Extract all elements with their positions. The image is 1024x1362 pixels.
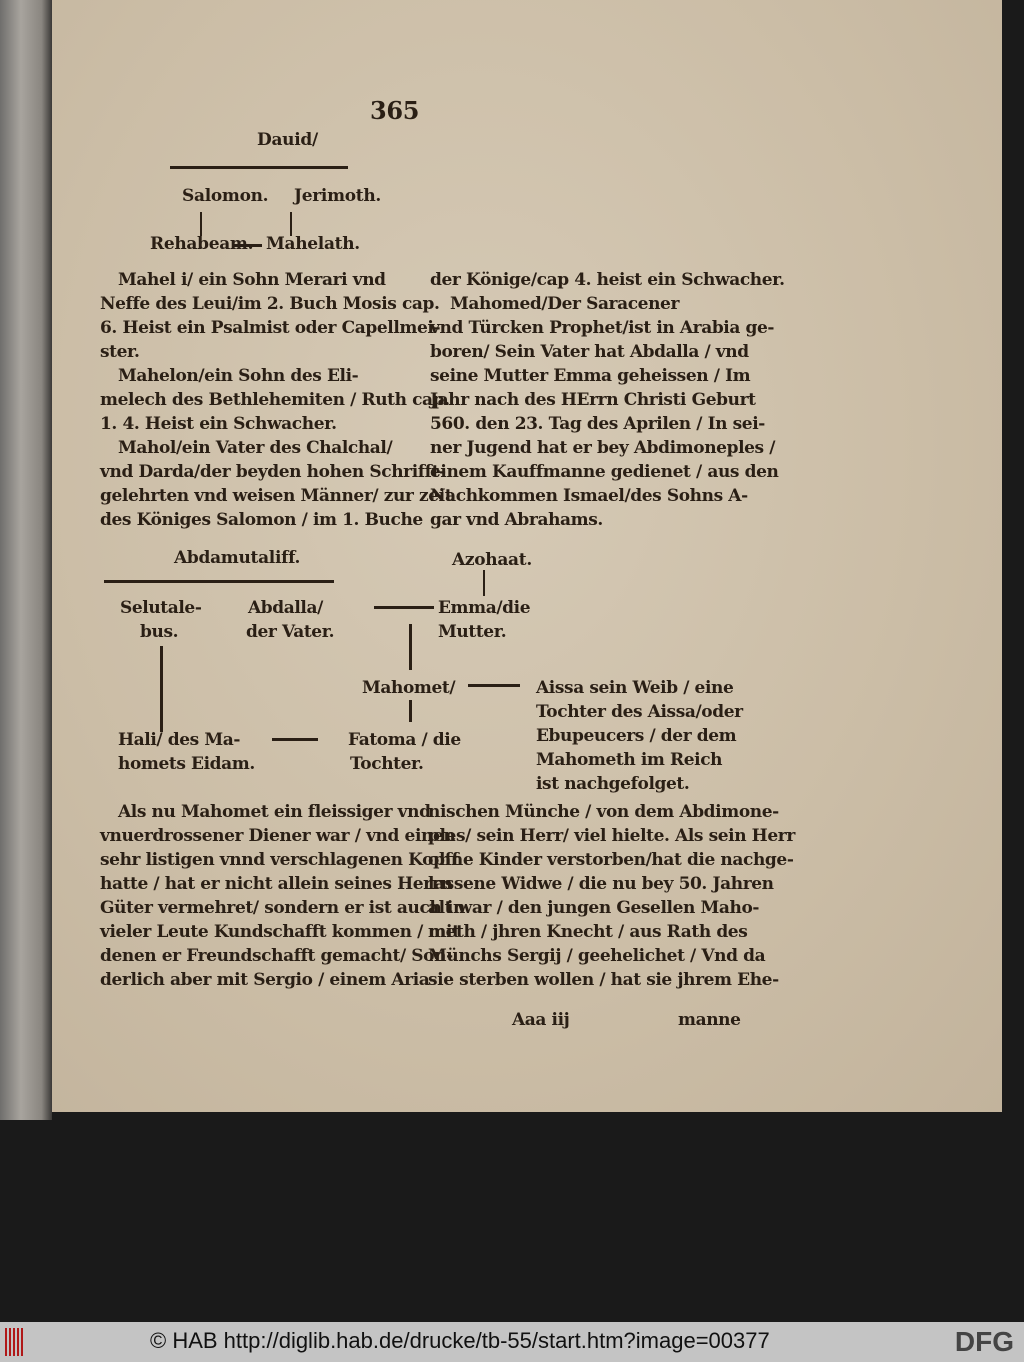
connector-line xyxy=(483,570,485,596)
text-line: Münchs Sergij / geehelichet / Vnd da xyxy=(428,946,766,966)
text-line: boren/ Sein Vater hat Abdalla / vnd xyxy=(430,342,749,362)
name-aissa-2: Tochter des Aissa/oder xyxy=(536,702,743,722)
name-selutalebus-2: bus. xyxy=(140,622,179,642)
text-line: Jahr nach des HErrn Christi Geburt xyxy=(430,390,756,410)
name-mahomet: Mahomet/ xyxy=(362,678,456,698)
connector-line xyxy=(409,700,412,722)
text-line: ster. xyxy=(100,342,140,362)
text-line: Mahel i/ ein Sohn Merari vnd xyxy=(118,270,386,290)
text-line: meth / jhren Knecht / aus Rath des xyxy=(428,922,748,942)
text-line: vieler Leute Kundschafft kommen / mit xyxy=(100,922,460,942)
connector-line xyxy=(290,212,292,236)
book-page: 365 Dauid/ Salomon. Jerimoth. Rehabeam. … xyxy=(52,0,1002,1112)
catchword: manne xyxy=(678,1010,741,1030)
name-azohaat: Azohaat. xyxy=(452,550,532,570)
text-line: denen er Freundschafft gemacht/ Son- xyxy=(100,946,453,966)
text-line: einem Kauffmanne gedienet / aus den xyxy=(430,462,779,482)
name-emma-1: Emma/die xyxy=(438,598,531,618)
text-line: lassene Widwe / die nu bey 50. Jahren xyxy=(428,874,774,894)
name-abdalla-2: der Vater. xyxy=(246,622,335,642)
text-line: des Königes Salomon / im 1. Buche xyxy=(100,510,423,530)
footer-bar: © HAB http://diglib.hab.de/drucke/tb-55/… xyxy=(0,1322,1024,1362)
name-david: Dauid/ xyxy=(257,130,318,150)
signature-mark: Aaa iij xyxy=(512,1010,570,1030)
text-line: 6. Heist ein Psalmist oder Capellmei- xyxy=(100,318,441,338)
name-aissa-3: Ebupeucers / der dem xyxy=(536,726,737,746)
name-fatoma-2: Tochter. xyxy=(350,754,424,774)
marriage-line xyxy=(374,606,434,609)
text-line: Mahomed/Der Saracener xyxy=(450,294,680,314)
text-line: nischen Münche / von dem Abdimone- xyxy=(428,802,779,822)
name-hali-2: homets Eidam. xyxy=(118,754,255,774)
text-line: Güter vermehret/ sondern er ist auch in xyxy=(100,898,465,918)
connector-line xyxy=(409,624,412,670)
text-line: Mahol/ein Vater des Chalchal/ xyxy=(118,438,393,458)
page-number: 365 xyxy=(370,96,420,125)
text-line: ner Jugend hat er bey Abdimoneples / xyxy=(430,438,776,458)
text-line: sie sterben wollen / hat sie jhrem Ehe- xyxy=(428,970,779,990)
hab-logo-icon xyxy=(5,1328,25,1356)
text-line: gar vnd Abrahams. xyxy=(430,510,603,530)
name-hali-1: Hali/ des Ma- xyxy=(118,730,241,750)
connector-line xyxy=(200,212,202,236)
name-rehabeam: Rehabeam. xyxy=(150,234,254,254)
text-line: hatte / hat er nicht allein seines Herrn xyxy=(100,874,453,894)
text-line: der Könige/cap 4. heist ein Schwacher. xyxy=(430,270,785,290)
text-line: ohne Kinder verstorben/hat die nachge- xyxy=(428,850,794,870)
text-line: ples/ sein Herr/ viel hielte. Als sein H… xyxy=(428,826,795,846)
text-line: Neffe des Leui/im 2. Buch Mosis cap. xyxy=(100,294,440,314)
text-line: vnd Türcken Prophet/ist in Arabia ge- xyxy=(430,318,775,338)
text-line: alt war / den jungen Gesellen Maho- xyxy=(428,898,760,918)
connector-line xyxy=(234,244,262,247)
bracket-line xyxy=(170,166,348,169)
text-line: Nachkommen Ismael/des Sohns A- xyxy=(430,486,748,506)
text-line: seine Mutter Emma geheissen / Im xyxy=(430,366,751,386)
text-line: melech des Bethlehemiten / Ruth cap. xyxy=(100,390,450,410)
previous-page-edge xyxy=(0,0,52,1120)
name-mahelath: Mahelath. xyxy=(266,234,360,254)
name-abdalla-1: Abdalla/ xyxy=(248,598,323,618)
text-line: vnuerdrossener Diener war / vnd einen xyxy=(100,826,456,846)
name-fatoma-1: Fatoma / die xyxy=(348,730,461,750)
text-line: derlich aber mit Sergio / einem Aria- xyxy=(100,970,437,990)
name-salomon: Salomon. xyxy=(182,186,269,206)
name-aissa-4: Mahometh im Reich xyxy=(536,750,723,770)
dfg-logo: DFG xyxy=(954,1326,1014,1357)
name-abdamutaliff: Abdamutaliff. xyxy=(174,548,301,568)
marriage-line xyxy=(272,738,318,741)
name-jerimoth: Jerimoth. xyxy=(294,186,382,206)
connector-line xyxy=(160,646,163,732)
name-selutalebus-1: Selutale- xyxy=(120,598,202,618)
name-emma-2: Mutter. xyxy=(438,622,507,642)
text-line: Als nu Mahomet ein fleissiger vnd xyxy=(118,802,431,822)
text-line: gelehrten vnd weisen Männer/ zur zeit xyxy=(100,486,453,506)
text-line: 560. den 23. Tag des Aprilen / In sei- xyxy=(430,414,765,434)
name-aissa-1: Aissa sein Weib / eine xyxy=(536,678,734,698)
text-line: Mahelon/ein Sohn des Eli- xyxy=(118,366,359,386)
text-line: vnd Darda/der beyden hohen Schrifft- xyxy=(100,462,446,482)
bracket-line xyxy=(104,580,334,583)
marriage-line xyxy=(468,684,520,687)
name-aissa-5: ist nachgefolget. xyxy=(536,774,690,794)
text-line: 1. 4. Heist ein Schwacher. xyxy=(100,414,337,434)
copyright-link[interactable]: © HAB http://diglib.hab.de/drucke/tb-55/… xyxy=(150,1328,770,1353)
text-line: sehr listigen vnnd verschlagenen Kopff xyxy=(100,850,459,870)
